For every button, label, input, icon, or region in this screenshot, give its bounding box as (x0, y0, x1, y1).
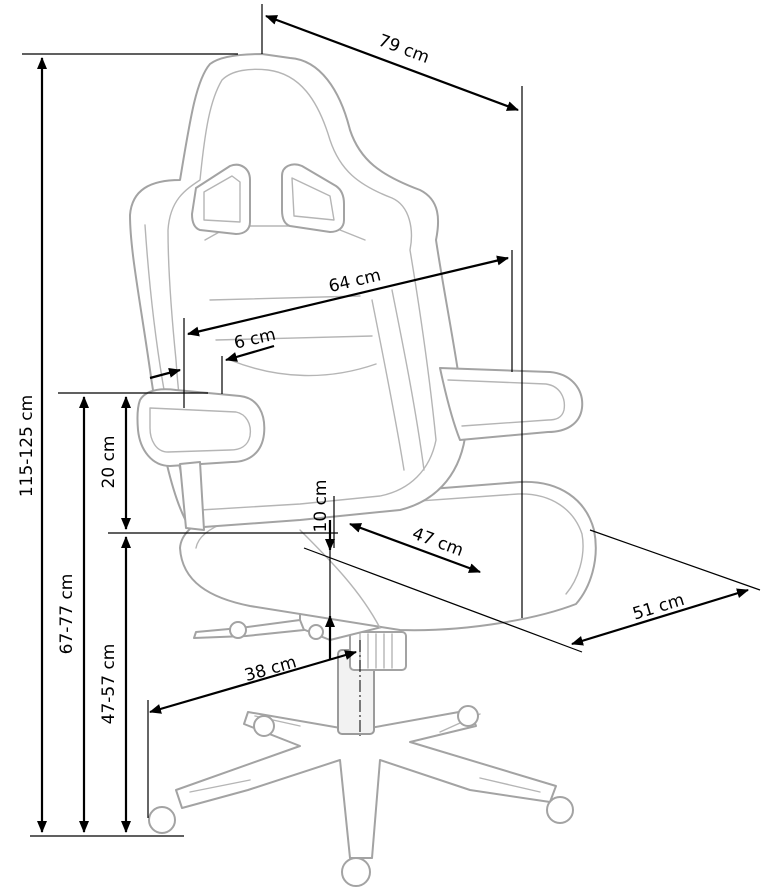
headrest-slot-right-inner (291, 177, 335, 221)
seat-side-line (299, 529, 381, 629)
lever-knob (229, 621, 247, 639)
label-armrest-adjust: 10 cm (311, 480, 331, 533)
armrest-left (136, 388, 266, 467)
caster-back-right (457, 705, 479, 727)
label-seat-depth: 51 cm (630, 590, 686, 625)
armrest-width-line-left (149, 368, 181, 380)
chair-base (175, 709, 557, 859)
cylinder-cover (349, 631, 407, 671)
mechanism-knob (308, 624, 324, 640)
height-lever (193, 619, 305, 639)
caster-front (341, 857, 371, 887)
seat-width-line (349, 522, 481, 574)
headrest-slot-left-inner (203, 175, 241, 223)
armrest-width-line-right (225, 344, 275, 362)
caster-back-left (253, 715, 275, 737)
extension-line-seat-back (303, 547, 583, 653)
armrest-right-inner (447, 379, 566, 427)
armrest-left-support (179, 461, 205, 531)
extension-line-seat-front (589, 529, 761, 591)
depth-total-line (265, 14, 519, 112)
base-radius-line (149, 650, 357, 714)
width-total-line (187, 255, 509, 337)
caster-left (148, 806, 176, 834)
backrest-lower-stripe (229, 359, 377, 377)
dimension-lines (22, 4, 761, 837)
label-base-radius: 38 cm (242, 652, 298, 686)
label-armrest-above-seat: 20 cm (99, 436, 119, 489)
chair-illustration (129, 53, 597, 887)
seat-depth-line (571, 588, 749, 646)
headrest-slot-left (191, 163, 251, 235)
armrest-left-pad (149, 407, 252, 453)
label-armrest-height: 67-77 cm (57, 574, 77, 655)
label-seat-height: 47-57 cm (99, 644, 119, 725)
caster-right (546, 796, 574, 824)
label-depth-total: 79 cm (375, 31, 432, 68)
label-height-total: 115-125 cm (17, 395, 37, 497)
armrest-right (439, 367, 584, 441)
